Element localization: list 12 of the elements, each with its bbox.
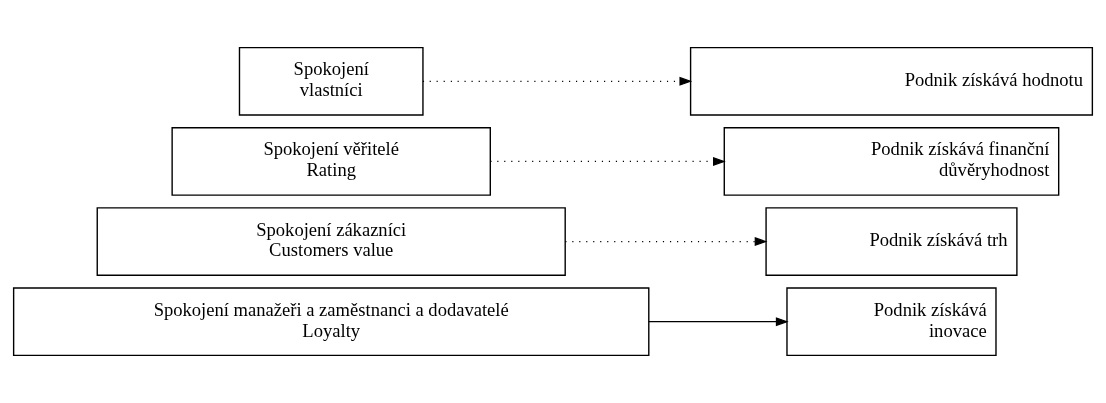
node-box: Spokojení věřitelé Rating [171, 127, 491, 196]
arrow [648, 317, 789, 327]
node-box: Podnik získává hodnotu [689, 46, 1094, 116]
arrow [564, 237, 768, 247]
node-box: Spokojení manažeři a zaměstnanci a dodavatelé Loyalty [12, 287, 650, 357]
node-box: Spokojení vlastníci [238, 46, 424, 116]
arrow [422, 76, 693, 86]
node-box: Podnik získává trh [765, 207, 1018, 276]
arrow [489, 156, 726, 166]
node-box: Podnik získává finanční důvěryhodnost [723, 127, 1060, 196]
node-box: Spokojení zákazníci Customers value [96, 207, 566, 276]
node-box: Podnik získává inovace [786, 287, 997, 357]
